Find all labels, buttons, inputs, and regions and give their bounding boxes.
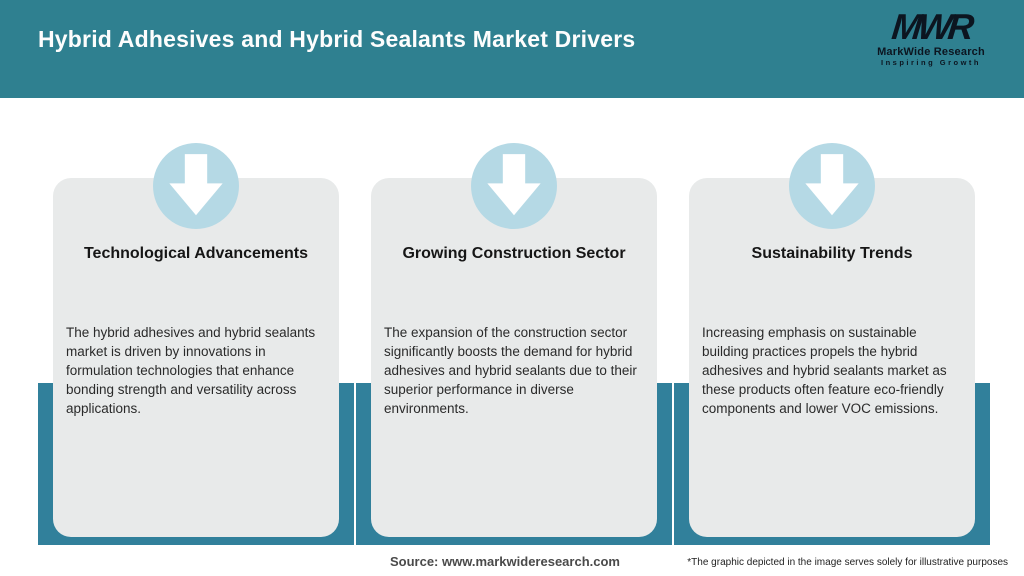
page-title: Hybrid Adhesives and Hybrid Sealants Mar… — [38, 26, 636, 52]
logo-tagline: Inspiring Growth — [881, 58, 981, 67]
markwide-logo: MWR MarkWide Research Inspiring Growth — [856, 6, 1006, 68]
card-body — [371, 178, 657, 537]
card-body — [53, 178, 339, 537]
card-title: Technological Advancements — [83, 245, 309, 262]
source-text: Source: www.markwideresearch.com — [389, 554, 620, 569]
card-description: Increasing emphasis on sustainable build… — [702, 325, 947, 416]
down-arrow-icon — [789, 143, 875, 229]
driver-card-technological-advancements: Technological Advancements The hybrid ad… — [38, 0, 354, 576]
logo-name: MarkWide Research — [877, 46, 985, 58]
disclaimer-text: *The graphic depicted in the image serve… — [687, 557, 1008, 568]
driver-card-sustainability-trends: Sustainability Trends Increasing emphasi… — [674, 0, 990, 576]
driver-card-growing-construction-sector: Growing Construction Sector The expansio… — [356, 0, 672, 576]
card-title: Sustainability Trends — [751, 245, 913, 262]
card-description: The expansion of the construction sector… — [384, 325, 637, 416]
header-bar: Hybrid Adhesives and Hybrid Sealants Mar… — [0, 0, 1024, 98]
card-body — [689, 178, 975, 537]
down-arrow-icon — [153, 143, 239, 229]
card-description: The hybrid adhesives and hybrid sealants… — [66, 325, 316, 416]
card-title: Growing Construction Sector — [402, 245, 626, 262]
down-arrow-icon — [471, 143, 557, 229]
